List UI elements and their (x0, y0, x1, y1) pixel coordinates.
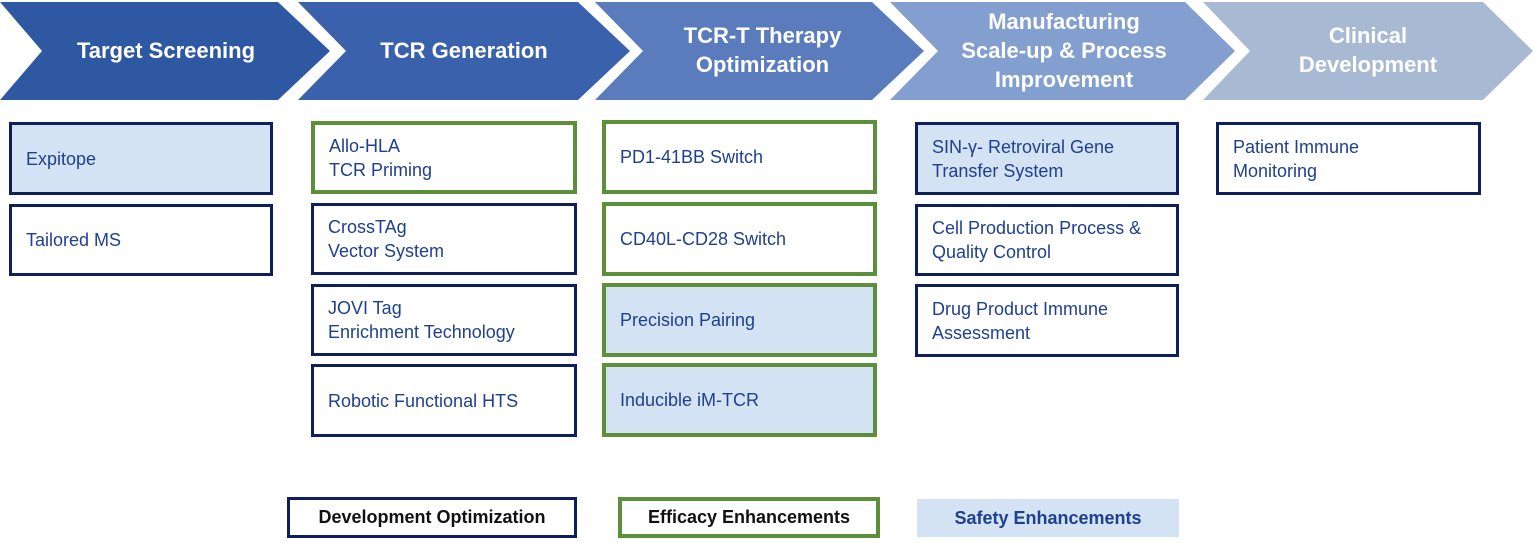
legend-development-optimization: Development Optimization (287, 497, 577, 538)
item-jovi-tag-enrichment: JOVI Tag Enrichment Technology (311, 284, 577, 356)
item-tailored-ms: Tailored MS (9, 204, 273, 276)
chevron-stage-5 (1203, 2, 1533, 100)
legend-safety-enhancements: Safety Enhancements (917, 499, 1179, 537)
stage-label-3: TCR-T Therapy Optimization (683, 23, 842, 77)
stage-label-5: Clinical Development (1298, 23, 1438, 77)
process-chevrons (0, 2, 1533, 100)
item-inducible-im-tcr: Inducible iM-TCR (602, 363, 877, 437)
item-allo-hla-tcr-priming: Allo-HLA TCR Priming (311, 121, 577, 194)
item-cd40l-cd28-switch: CD40L-CD28 Switch (602, 202, 877, 276)
chevron-stage-4 (890, 2, 1235, 100)
item-precision-pairing: Precision Pairing (602, 283, 877, 357)
item-sin-gamma-retroviral: SIN-γ- Retroviral Gene Transfer System (915, 122, 1179, 195)
legend-efficacy-enhancements: Efficacy Enhancements (618, 497, 880, 538)
item-drug-product-immune: Drug Product Immune Assessment (915, 284, 1179, 357)
item-cell-production-process: Cell Production Process & Quality Contro… (915, 204, 1179, 276)
stage-label-1: Target Screening (76, 37, 256, 63)
item-patient-immune-monitoring: Patient Immune Monitoring (1216, 122, 1481, 195)
item-crosstag-vector-system: CrossTAg Vector System (311, 203, 577, 275)
stage-label-4: Manufacturing Scale-up & Process Improve… (961, 8, 1167, 92)
stage-label-2: TCR Generation (380, 37, 548, 63)
item-robotic-functional-hts: Robotic Functional HTS (311, 364, 577, 437)
chevron-stage-3 (595, 2, 924, 100)
item-pd1-41bb-switch: PD1-41BB Switch (602, 120, 877, 194)
chevron-stage-1 (0, 2, 330, 100)
item-expitope: Expitope (9, 122, 273, 195)
chevron-stage-2 (298, 2, 630, 100)
